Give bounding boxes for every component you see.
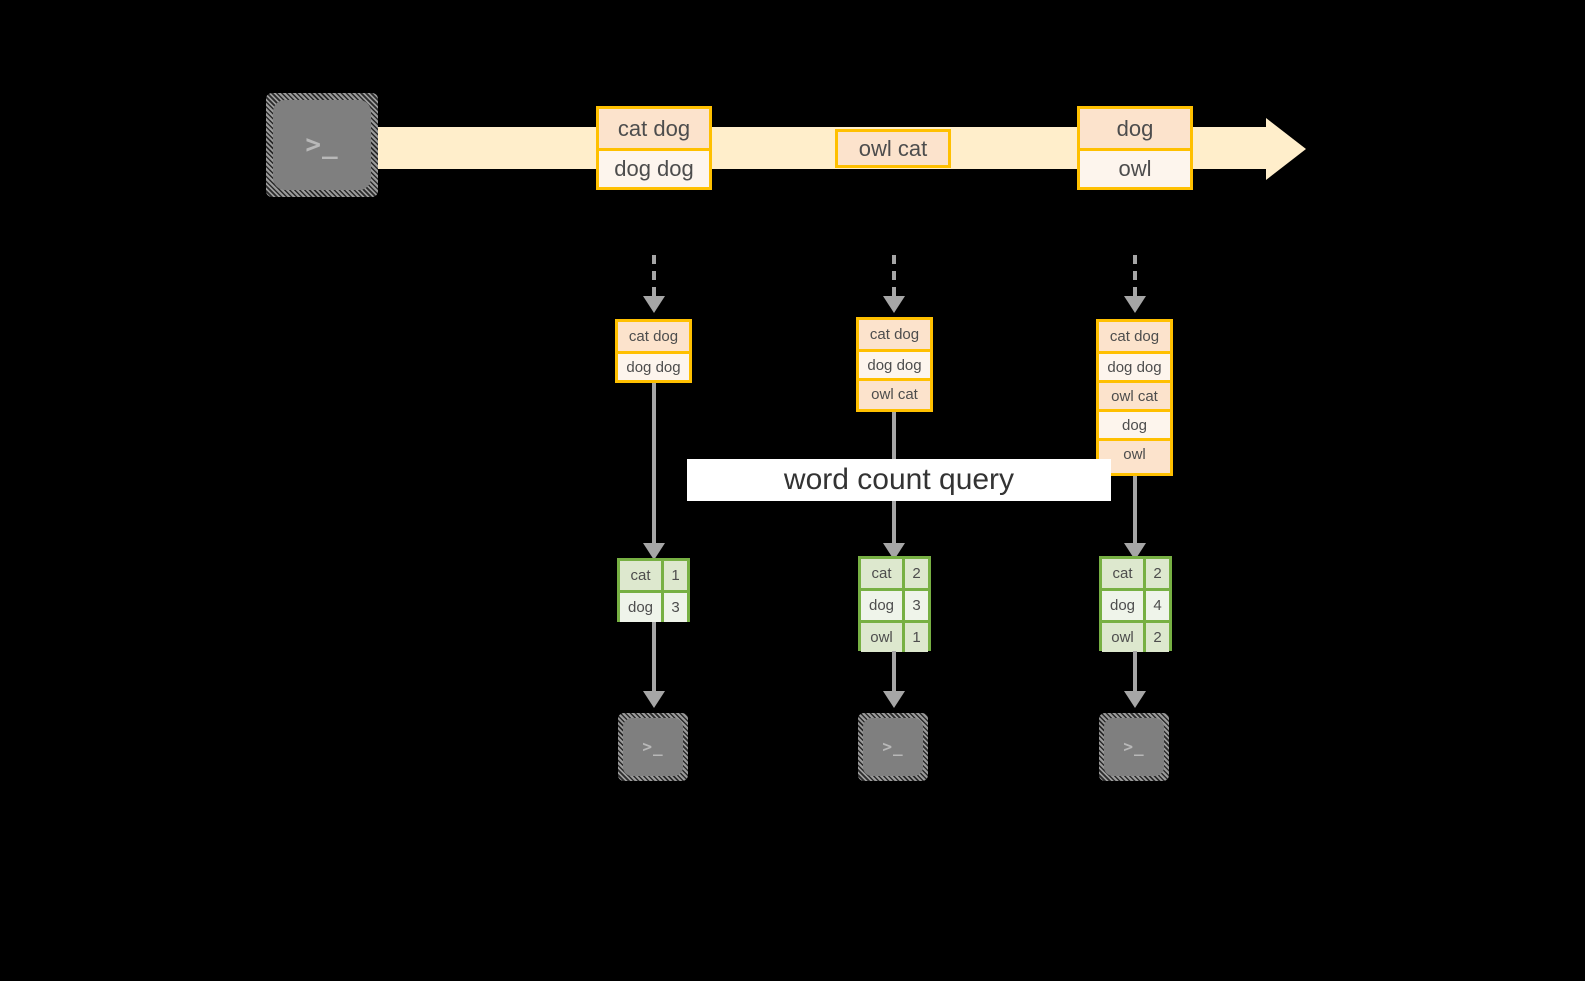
stream-record-line: owl cat bbox=[838, 132, 948, 165]
count-row: cat 1 bbox=[620, 561, 687, 590]
query-label: word count query bbox=[783, 463, 1015, 496]
stream-arrow-icon bbox=[1266, 118, 1306, 180]
snapshot-input-line: cat dog bbox=[618, 322, 689, 351]
snapshot-2-sink-terminal-icon: >_ bbox=[858, 713, 928, 781]
terminal-body: >_ bbox=[623, 718, 683, 776]
terminal-body: >_ bbox=[863, 718, 923, 776]
snapshot-2-count-table: cat 2 dog 3 owl 1 bbox=[858, 556, 931, 652]
count-value: 2 bbox=[1146, 623, 1169, 652]
snapshot-input-line: cat dog bbox=[859, 320, 930, 349]
count-word: dog bbox=[620, 593, 664, 622]
count-row: dog 3 bbox=[861, 588, 928, 620]
terminal-prompt-glyph: >_ bbox=[1123, 737, 1145, 756]
snapshot-input-line: owl cat bbox=[1099, 380, 1170, 409]
snapshot-3-count-table: cat 2 dog 4 owl 2 bbox=[1099, 556, 1172, 652]
count-row: cat 2 bbox=[1102, 559, 1169, 588]
stream-record-group-3: dog owl bbox=[1077, 106, 1193, 190]
count-word: cat bbox=[620, 561, 664, 590]
stream-record-group-2: owl cat bbox=[835, 129, 951, 168]
stream-record-line: dog dog bbox=[599, 148, 709, 187]
terminal-prompt-glyph: >_ bbox=[305, 130, 339, 160]
snapshot-3-input-table: cat dog dog dog owl cat dog owl bbox=[1096, 319, 1173, 476]
count-value: 1 bbox=[664, 561, 687, 590]
count-value: 2 bbox=[905, 559, 928, 588]
query-label-band: word count query bbox=[687, 459, 1111, 501]
snapshot-1-sink-terminal-icon: >_ bbox=[618, 713, 688, 781]
count-word: cat bbox=[1102, 559, 1146, 588]
terminal-prompt-glyph: >_ bbox=[882, 737, 904, 756]
snapshot-1-count-table: cat 1 dog 3 bbox=[617, 558, 690, 622]
count-word: dog bbox=[1102, 591, 1146, 620]
count-value: 1 bbox=[905, 623, 928, 652]
stream-record-line: dog bbox=[1080, 109, 1190, 148]
snapshot-1-input-table: cat dog dog dog bbox=[615, 319, 692, 383]
terminal-body: >_ bbox=[1104, 718, 1164, 776]
terminal-body: >_ bbox=[273, 100, 371, 190]
count-value: 3 bbox=[905, 591, 928, 620]
source-terminal-icon: >_ bbox=[266, 93, 378, 197]
snapshot-input-line: dog dog bbox=[618, 351, 689, 380]
snapshot-input-line: dog bbox=[1099, 409, 1170, 438]
count-word: owl bbox=[861, 623, 905, 652]
snapshot-input-line: cat dog bbox=[1099, 322, 1170, 351]
snapshot-3-sink-terminal-icon: >_ bbox=[1099, 713, 1169, 781]
count-word: owl bbox=[1102, 623, 1146, 652]
count-row: dog 4 bbox=[1102, 588, 1169, 620]
stream-record-line: cat dog bbox=[599, 109, 709, 148]
stream-record-line: owl bbox=[1080, 148, 1190, 187]
count-value: 4 bbox=[1146, 591, 1169, 620]
terminal-prompt-glyph: >_ bbox=[642, 737, 664, 756]
count-value: 2 bbox=[1146, 559, 1169, 588]
count-row: cat 2 bbox=[861, 559, 928, 588]
snapshot-input-line: owl cat bbox=[859, 378, 930, 407]
count-row: owl 1 bbox=[861, 620, 928, 652]
snapshot-input-line: dog dog bbox=[859, 349, 930, 378]
count-row: owl 2 bbox=[1102, 620, 1169, 652]
stream-record-group-1: cat dog dog dog bbox=[596, 106, 712, 190]
count-word: cat bbox=[861, 559, 905, 588]
snapshot-input-line: dog dog bbox=[1099, 351, 1170, 380]
count-value: 3 bbox=[664, 593, 687, 622]
snapshot-2-input-table: cat dog dog dog owl cat bbox=[856, 317, 933, 412]
count-row: dog 3 bbox=[620, 590, 687, 622]
count-word: dog bbox=[861, 591, 905, 620]
